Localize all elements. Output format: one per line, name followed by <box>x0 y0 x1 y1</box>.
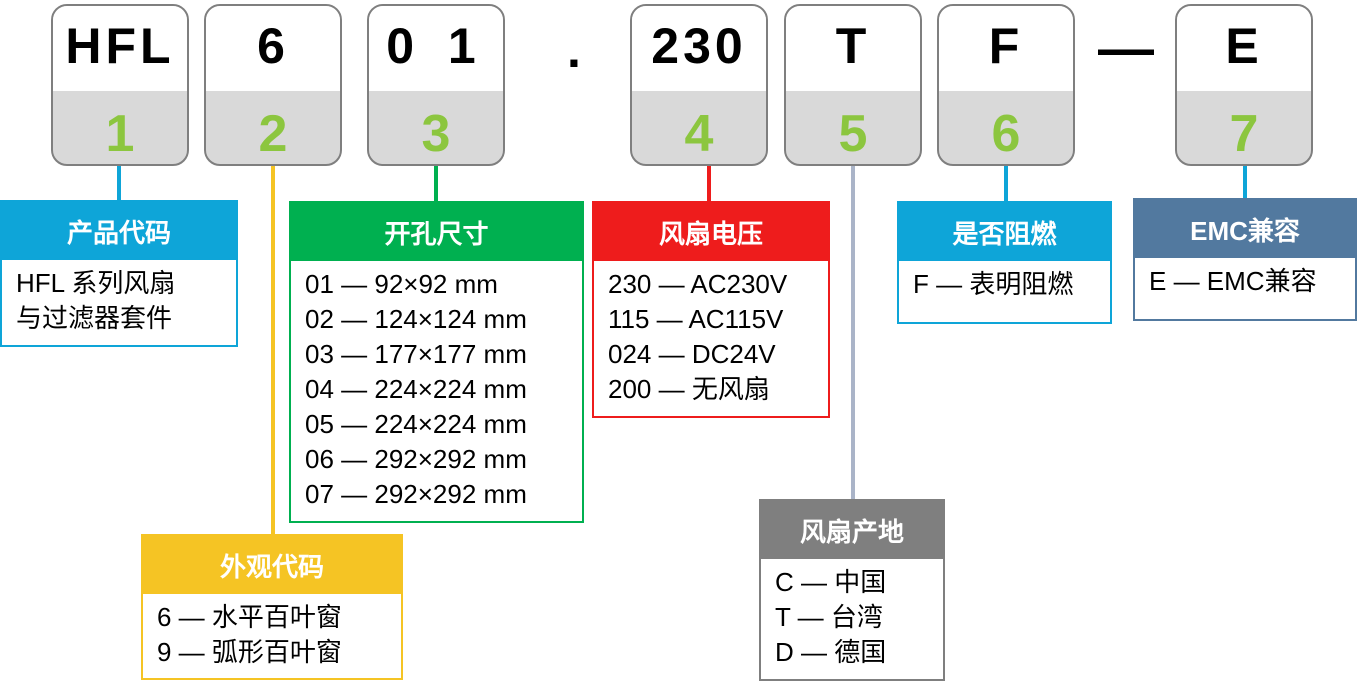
card-line: 6 — 水平百叶窗 <box>157 602 342 632</box>
segment-number: 4 <box>684 105 714 163</box>
card-title: EMC兼容 <box>1135 200 1355 258</box>
card-line: 02 — 124×124 mm <box>305 304 527 334</box>
card-line: 07 — 292×292 mm <box>305 479 527 509</box>
card-title: 开孔尺寸 <box>291 203 582 261</box>
card-line: E — EMC兼容 <box>1149 266 1317 296</box>
segment-box-3: 0 1 3 <box>367 4 505 166</box>
segment-box-4: 230 4 <box>630 4 768 166</box>
connector-4 <box>707 166 711 201</box>
segment-code: 230 <box>651 18 747 74</box>
card-look-code: 外观代码 6 — 水平百叶窗 9 — 弧形百叶窗 <box>141 534 403 680</box>
card-line: 230 — AC230V <box>608 269 788 299</box>
card-line: D — 德国 <box>775 637 887 667</box>
segment-box-5: T 5 <box>784 4 922 166</box>
segment-number: 5 <box>838 105 868 163</box>
card-line: T — 台湾 <box>775 602 883 632</box>
connector-3 <box>434 166 438 201</box>
segment-code: F <box>988 18 1024 74</box>
segment-code: E <box>1225 18 1263 74</box>
card-title: 产品代码 <box>2 202 236 260</box>
segment-box-2: 6 2 <box>204 4 342 166</box>
card-line: 115 — AC115V <box>608 304 784 334</box>
connector-7 <box>1243 166 1247 198</box>
card-line: C — 中国 <box>775 567 887 597</box>
separator-dash: — <box>1098 16 1154 79</box>
separator-dot: . <box>567 22 581 78</box>
card-line: 与过滤器套件 <box>16 303 173 333</box>
card-line: 03 — 177×177 mm <box>305 339 527 369</box>
card-line: 01 — 92×92 mm <box>305 269 498 299</box>
card-hole-size: 开孔尺寸 01 — 92×92 mm 02 — 124×124 mm 03 — … <box>289 201 584 523</box>
segment-number: 3 <box>421 105 451 163</box>
segment-code: HFL <box>65 18 175 74</box>
card-title: 风扇产地 <box>761 501 943 559</box>
card-fan-origin: 风扇产地 C — 中国 T — 台湾 D — 德国 <box>759 499 945 681</box>
card-title: 风扇电压 <box>594 203 828 261</box>
segment-box-1: HFL 1 <box>51 4 189 166</box>
card-product-code: 产品代码 HFL 系列风扇 与过滤器套件 <box>0 200 238 347</box>
connector-1 <box>117 166 121 200</box>
segment-code: 6 <box>257 18 289 74</box>
segment-number: 2 <box>258 105 288 163</box>
segment-number: 6 <box>991 105 1021 163</box>
segment-code: 0 1 <box>386 18 486 74</box>
card-line: F — 表明阻燃 <box>913 269 1074 299</box>
card-emc: EMC兼容 E — EMC兼容 <box>1133 198 1357 321</box>
segment-box-7: E 7 <box>1175 4 1313 166</box>
card-line: 024 — DC24V <box>608 339 776 369</box>
card-title: 是否阻燃 <box>899 203 1110 261</box>
card-line: 9 — 弧形百叶窗 <box>157 637 342 667</box>
connector-6 <box>1004 166 1008 201</box>
card-fan-voltage: 风扇电压 230 — AC230V 115 — AC115V 024 — DC2… <box>592 201 830 418</box>
segment-number: 1 <box>105 105 135 163</box>
card-line: 04 — 224×224 mm <box>305 374 527 404</box>
card-line: HFL 系列风扇 <box>16 268 176 298</box>
card-flame-retardant: 是否阻燃 F — 表明阻燃 <box>897 201 1112 324</box>
card-line: 06 — 292×292 mm <box>305 444 527 474</box>
connector-2 <box>271 166 275 534</box>
segment-code: T <box>835 18 871 74</box>
connector-5 <box>851 166 855 499</box>
card-line: 05 — 224×224 mm <box>305 409 527 439</box>
segment-box-6: F 6 <box>937 4 1075 166</box>
card-line: 200 — 无风扇 <box>608 374 770 404</box>
segment-number: 7 <box>1229 105 1259 163</box>
card-title: 外观代码 <box>143 536 401 594</box>
